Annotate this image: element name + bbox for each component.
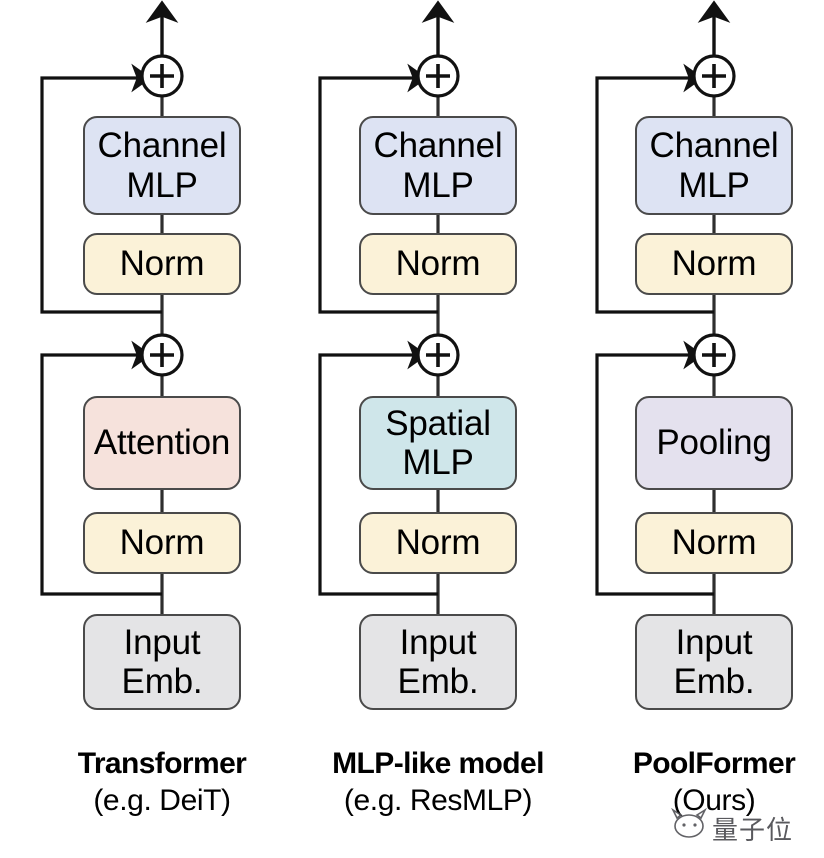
caption-poolformer: PoolFormer (Ours): [574, 747, 824, 818]
caption-title: Transformer: [77, 747, 247, 780]
block-line-1: Input: [123, 622, 201, 662]
block-line-1: Norm: [119, 523, 205, 563]
block-line-1: Norm: [671, 244, 757, 284]
block-line-1: Input: [399, 622, 477, 662]
residual-path-bottom-1: [40, 340, 162, 596]
block-line-1: Channel: [649, 126, 779, 166]
block-line-2: Emb.: [121, 662, 203, 701]
watermark: 量子位: [668, 807, 818, 852]
block-mlp-like-norm-bottom[interactable]: Norm: [359, 512, 517, 574]
block-mlp-like-norm-top[interactable]: Norm: [359, 233, 517, 295]
residual-path-bottom-2: [318, 340, 438, 596]
caption-subtitle: (e.g. DeiT): [93, 784, 231, 818]
block-transformer-input-emb[interactable]: Input Emb.: [83, 614, 241, 710]
block-poolformer-norm-top[interactable]: Norm: [635, 233, 793, 295]
block-poolformer-pooling[interactable]: Pooling: [635, 396, 793, 490]
block-line-1: Norm: [395, 523, 481, 563]
residual-path-bottom-3: [595, 340, 714, 596]
block-line-2: Emb.: [673, 662, 755, 701]
block-poolformer-norm-bottom[interactable]: Norm: [635, 512, 793, 574]
block-poolformer-input-emb[interactable]: Input Emb.: [635, 614, 793, 710]
column-2-connectors: [318, 0, 460, 614]
block-line-2: MLP: [126, 165, 198, 205]
caption-subtitle: (e.g. ResMLP): [343, 784, 533, 818]
block-line-2: Emb.: [397, 662, 479, 701]
block-line-1: Norm: [671, 523, 757, 563]
block-line-2: MLP: [678, 165, 750, 205]
block-poolformer-channel-mlp[interactable]: Channel MLP: [635, 116, 793, 215]
caption-title: PoolFormer: [632, 747, 796, 780]
block-line-1: Channel: [373, 126, 503, 166]
residual-path-top-2: [318, 63, 438, 314]
block-line-1: Attention: [93, 423, 231, 463]
residual-path-top-1: [40, 63, 162, 314]
caption-mlp-like: MLP-like model (e.g. ResMLP): [298, 747, 578, 818]
block-line-1: Norm: [119, 244, 205, 284]
block-line-2: MLP: [402, 165, 474, 205]
column-1-connectors: [40, 0, 184, 614]
block-line-1: Spatial: [385, 403, 491, 443]
residual-path-top-3: [595, 63, 714, 314]
caption-title: MLP-like model: [332, 747, 544, 780]
block-mlp-like-channel-mlp[interactable]: Channel MLP: [359, 116, 517, 215]
block-line-2: MLP: [402, 443, 474, 482]
column-3-connectors: [595, 0, 736, 614]
caption-subtitle: (Ours): [672, 784, 756, 818]
block-transformer-norm-bottom[interactable]: Norm: [83, 512, 241, 574]
block-transformer-norm-top[interactable]: Norm: [83, 233, 241, 295]
watermark-text: 量子位: [712, 816, 794, 846]
block-transformer-channel-mlp[interactable]: Channel MLP: [83, 116, 241, 215]
block-line-1: Pooling: [656, 423, 772, 463]
block-line-1: Norm: [395, 244, 481, 284]
block-mlp-like-input-emb[interactable]: Input Emb.: [359, 614, 517, 710]
caption-transformer: Transformer (e.g. DeiT): [22, 747, 302, 818]
block-transformer-attention[interactable]: Attention: [83, 396, 241, 490]
watermark-logo-icon: [671, 807, 707, 838]
block-mlp-like-spatial-mlp[interactable]: Spatial MLP: [359, 396, 517, 490]
block-line-1: Channel: [97, 126, 227, 166]
block-line-1: Input: [675, 622, 753, 662]
